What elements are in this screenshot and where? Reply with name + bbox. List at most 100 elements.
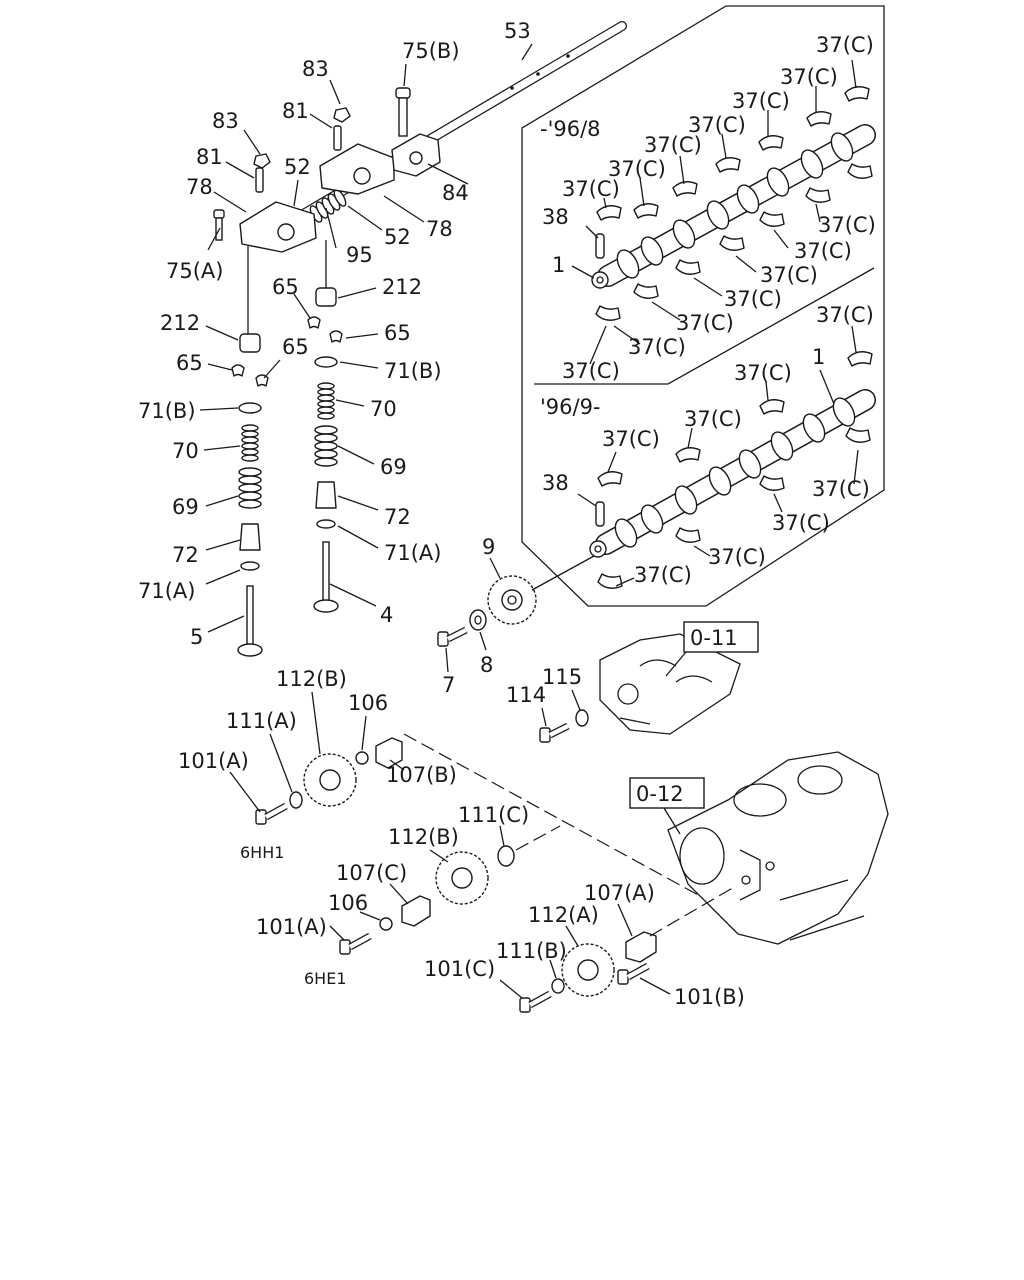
- label-111c: 111(C): [458, 803, 529, 827]
- valve-stem-right: [322, 541, 330, 603]
- label-date-lower: '96/9-: [540, 395, 601, 419]
- bolt-114: [539, 722, 570, 743]
- idler-shaft-107c: [401, 895, 431, 927]
- ref-box-0-11: [683, 621, 759, 653]
- bearing-shell: [672, 181, 698, 197]
- label-52-lower: 52: [384, 225, 411, 249]
- label-65-top: 65: [272, 275, 299, 299]
- inset-divider: [534, 267, 875, 385]
- adjust-screw-left: [255, 167, 264, 193]
- valve-stack-right: [313, 356, 339, 613]
- washer-111a: [289, 791, 303, 809]
- bearing-shell: [847, 351, 873, 367]
- bolt-101b: [617, 962, 650, 985]
- idler-shaft-107a: [625, 931, 657, 963]
- label-107a: 107(A): [584, 881, 655, 905]
- label-106-upper: 106: [348, 691, 388, 715]
- label-83-lower: 83: [212, 109, 239, 133]
- label-107c: 107(C): [336, 861, 407, 885]
- label-52-upper: 52: [284, 155, 311, 179]
- inset-outline: [521, 5, 885, 607]
- dowel-pin-upper: [595, 233, 605, 259]
- alignment-line-3: [649, 885, 737, 937]
- bolt-75b: [395, 87, 411, 137]
- camshaft-upper: [591, 124, 876, 289]
- label-112a: 112(A): [528, 903, 599, 927]
- bearing-shell: [675, 259, 701, 275]
- label-78-left: 78: [186, 175, 213, 199]
- label-37c: 37(C): [628, 335, 686, 359]
- label-65-mid: 65: [282, 335, 309, 359]
- label-72-left: 72: [172, 543, 199, 567]
- keeper-4: [329, 330, 343, 343]
- bearing-shell: [596, 205, 622, 221]
- adjust-screw-right: [333, 125, 342, 151]
- bearing-shell: [806, 111, 832, 127]
- lock-nut-right: [333, 107, 351, 123]
- cylinder-head-fragment: [599, 633, 741, 735]
- gear-washer: [469, 609, 487, 631]
- valve-stem-left: [246, 585, 254, 647]
- spring-seat-upper-right: [314, 356, 338, 368]
- label-37c: 37(C): [688, 113, 746, 137]
- label-37c: 37(C): [816, 303, 874, 327]
- label-37c: 37(C): [676, 311, 734, 335]
- label-37c: 37(C): [644, 133, 702, 157]
- rocker-arm-left-bore: [277, 223, 295, 241]
- label-4: 4: [380, 603, 393, 627]
- label-37c: 37(C): [794, 239, 852, 263]
- camshaft-lower-lobes: [614, 397, 856, 548]
- label-71a-left: 71(A): [138, 579, 195, 603]
- outer-spring-left: [238, 467, 262, 509]
- bearing-shell: [597, 573, 623, 589]
- inner-spring-right: [317, 382, 335, 420]
- bearing-shell: [845, 427, 871, 443]
- label-1-lower: 1: [812, 345, 825, 369]
- bearing-shell: [597, 471, 623, 487]
- label-8: 8: [480, 653, 493, 677]
- label-ref-0-11: 0-11: [690, 626, 738, 650]
- label-37c: 37(C): [562, 359, 620, 383]
- camshaft-upper-end: [591, 271, 609, 289]
- label-engine-6he1: 6HE1: [304, 969, 347, 988]
- bolt-101a-lower: [339, 932, 372, 955]
- valve-stack-left: [237, 402, 263, 657]
- bearing-shell: [715, 157, 741, 173]
- bearing-shell: [759, 399, 785, 415]
- bearing-shell: [759, 475, 785, 491]
- label-37c: 37(C): [734, 361, 792, 385]
- rocker-arm-right-bore: [353, 167, 371, 185]
- label-9: 9: [482, 535, 495, 559]
- rocker-spring: [309, 189, 347, 223]
- bearing-shell: [847, 163, 873, 179]
- label-37c: 37(C): [634, 563, 692, 587]
- bearing-shell: [805, 187, 831, 203]
- label-84: 84: [442, 181, 469, 205]
- label-111b: 111(B): [496, 939, 567, 963]
- part-labels: 53 75(B) 83 81 83 81 52 78 84 78 52 95 7…: [138, 19, 745, 1009]
- bolt-101a-upper: [255, 802, 288, 825]
- label-101b: 101(B): [674, 985, 745, 1009]
- washer-106-lower: [379, 917, 393, 931]
- label-ref-0-12: 0-12: [636, 782, 684, 806]
- label-81-lower: 81: [196, 145, 223, 169]
- label-37c: 37(C): [818, 213, 876, 237]
- valve-head-left: [237, 643, 263, 657]
- camshaft-lower-end: [589, 540, 607, 558]
- label-106-lower: 106: [328, 891, 368, 915]
- bearing-shell: [719, 235, 745, 251]
- keeper-1: [231, 364, 245, 377]
- label-37c: 37(C): [602, 427, 660, 451]
- tappet-right: [315, 287, 337, 307]
- bearing-leader-lines: [589, 59, 859, 587]
- label-70-left: 70: [172, 439, 199, 463]
- label-37c: 37(C): [760, 263, 818, 287]
- tappet-left: [239, 333, 261, 353]
- label-78-right: 78: [426, 217, 453, 241]
- label-69-left: 69: [172, 495, 199, 519]
- ref-box-0-12: [629, 777, 705, 809]
- label-115: 115: [542, 665, 582, 689]
- spring-seat-lower-right: [316, 519, 336, 529]
- alignment-line-1: [403, 733, 701, 897]
